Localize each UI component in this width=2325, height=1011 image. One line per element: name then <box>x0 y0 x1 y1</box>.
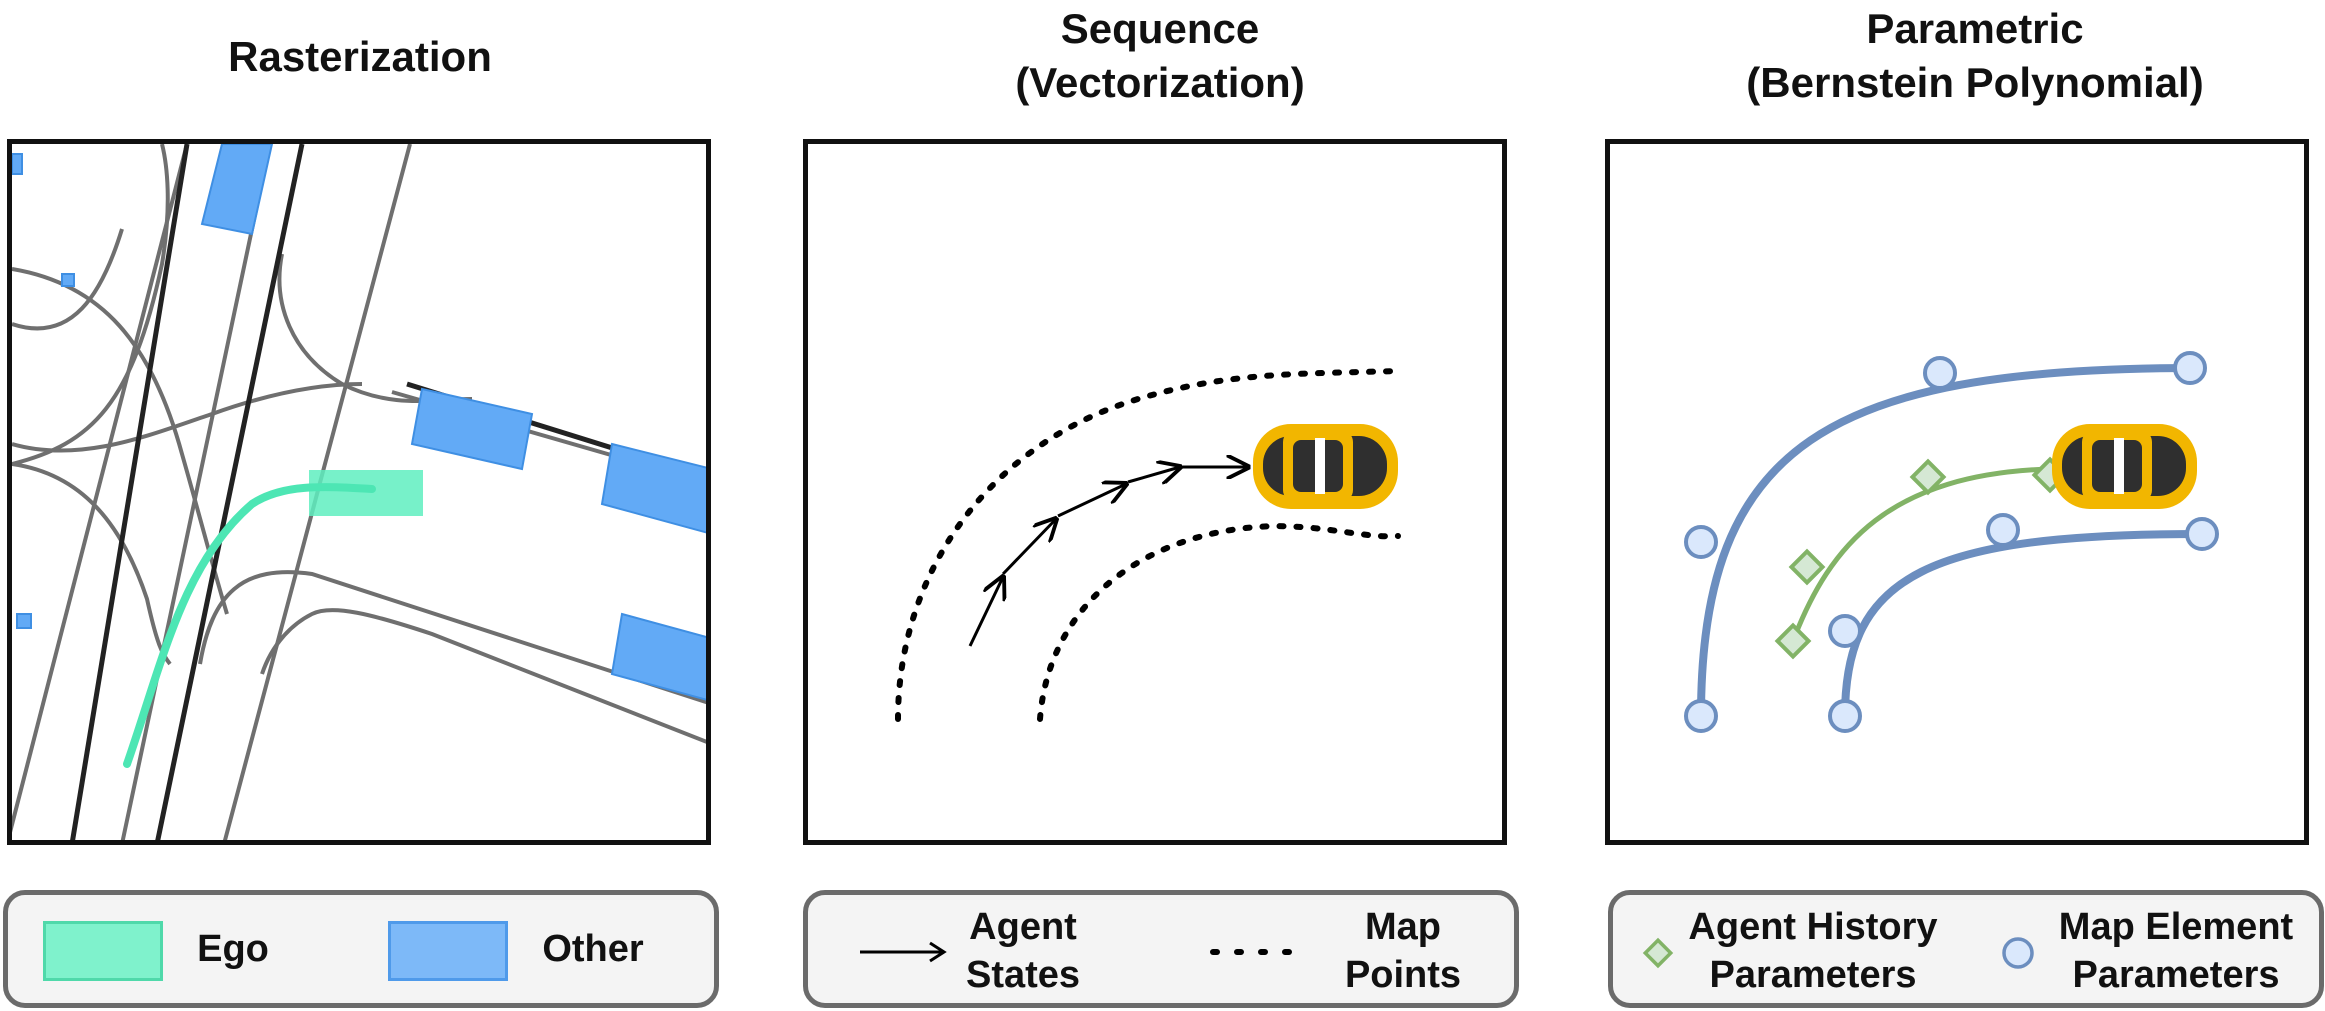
ego-trajectory <box>123 483 376 768</box>
car-icon <box>2052 424 2197 509</box>
map-element-curves <box>1697 364 2203 717</box>
arrow-icon <box>860 941 947 963</box>
sequence-panel <box>803 139 1507 845</box>
legend-label-map-element-parameters: Map Element Parameters <box>2058 906 2294 996</box>
ego-swatch <box>43 921 163 981</box>
agent-states <box>968 467 1248 647</box>
legend-label-ego: Ego <box>197 928 269 970</box>
other-agents <box>12 144 706 701</box>
panel-title-sequence: Sequence (Vectorization) <box>1015 5 1305 106</box>
parametric-panel <box>1605 139 2309 845</box>
parametric-scene <box>1684 351 2219 733</box>
legend-label-agent-history-parameters: Agent History Parameters <box>1688 906 1938 996</box>
legend-label-map-points: Map Points <box>1344 906 1462 996</box>
vectorized-scene <box>895 368 1401 722</box>
ego-vehicle <box>309 470 423 516</box>
panel-title-rasterization: Rasterization <box>228 33 492 80</box>
diamond-icon <box>1642 937 1674 969</box>
circle-icon <box>2002 937 2034 969</box>
legend-sequence: Agent States Map Points <box>803 890 1519 1008</box>
dots-icon <box>1210 949 1296 955</box>
map-points <box>895 368 1401 722</box>
legend-label-other: Other <box>542 928 644 970</box>
legend-label-agent-states: Agent States <box>965 906 1081 996</box>
map-element-parameters <box>1684 351 2219 733</box>
agent-history-parameters <box>1774 456 2069 660</box>
rasterization-panel <box>7 139 711 845</box>
car-icon <box>1253 424 1398 509</box>
panel-title-parametric: Parametric (Bernstein Polynomial) <box>1746 5 2204 106</box>
legend-parametric: Agent History Parameters Map Element Par… <box>1608 890 2324 1008</box>
other-swatch <box>388 921 508 981</box>
agent-history-curve <box>1790 466 2051 642</box>
legend-rasterization: Ego Other <box>3 890 719 1008</box>
rasterized-scene <box>12 144 706 840</box>
